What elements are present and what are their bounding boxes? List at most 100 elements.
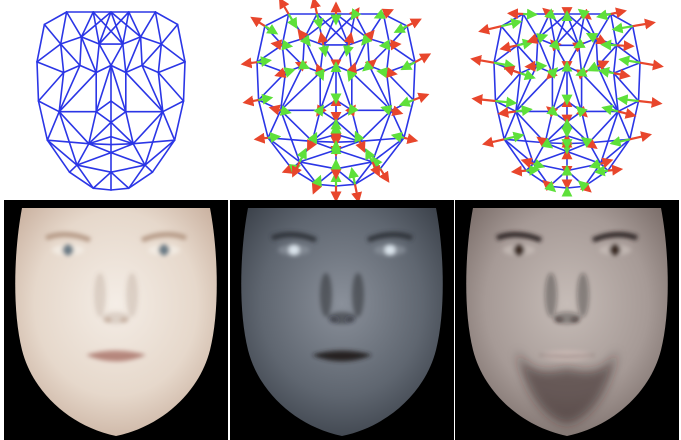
nose-shadow-right: [126, 273, 138, 317]
shape-mode-2-mesh-panel: [454, 0, 681, 200]
arrow-positive: [484, 139, 504, 144]
mesh-edge: [317, 169, 336, 184]
arrow-positive: [245, 100, 259, 102]
texture-mode-2-face: [455, 200, 679, 440]
mesh-edge: [61, 44, 80, 65]
arrow-positive: [474, 99, 496, 101]
arrow-positive: [509, 13, 523, 14]
mesh-edge: [304, 14, 317, 38]
mesh-edge: [89, 144, 111, 145]
mesh-edge: [155, 12, 177, 24]
mesh-edge: [282, 38, 304, 45]
mesh-edge: [161, 24, 177, 44]
arrow-positive: [407, 20, 420, 26]
arrow-positive: [500, 111, 516, 113]
arrow-positive: [299, 30, 305, 38]
mesh-edge: [111, 112, 126, 123]
mesh-edge: [257, 62, 259, 100]
mesh-edge: [126, 73, 163, 112]
mesh-edge: [501, 26, 517, 45]
eye-iris-left: [289, 245, 300, 256]
arrow-negative: [526, 170, 538, 171]
mesh-edge: [111, 144, 133, 145]
mesh-edge: [567, 143, 589, 144]
arrow-positive: [630, 135, 650, 140]
arrow-positive: [314, 0, 317, 14]
arrow-positive: [349, 34, 351, 45]
mesh-edge: [387, 72, 414, 100]
mesh-edge: [404, 100, 413, 138]
mesh-edge: [259, 100, 268, 138]
nostril-left: [555, 318, 563, 323]
mean-texture-face: [4, 200, 228, 440]
mesh-edge: [61, 44, 64, 72]
nose-shadow-left: [94, 273, 106, 317]
mesh-edge: [129, 12, 141, 37]
mesh-edge: [155, 12, 161, 44]
mesh-edge: [630, 101, 639, 139]
mesh-edge: [303, 38, 305, 66]
mesh-edge: [145, 165, 152, 172]
arrow-positive: [280, 0, 289, 14]
eye-iris-right: [159, 245, 170, 256]
mesh-edge: [37, 62, 38, 101]
mesh-edge: [536, 38, 537, 66]
mesh-edge: [38, 101, 59, 112]
mesh-edge: [158, 62, 185, 73]
arrow-negative: [303, 66, 308, 68]
mesh-edge: [383, 14, 407, 26]
mesh-edge: [38, 101, 47, 140]
mesh-edge: [158, 44, 161, 72]
mesh-edge: [89, 112, 96, 144]
arrow-negative: [504, 135, 522, 139]
mesh-edge: [70, 165, 77, 172]
mean-texture-face-panel: [4, 200, 228, 440]
arrow-positive: [472, 59, 494, 63]
mesh-edge: [579, 45, 582, 73]
mesh-edge: [281, 110, 313, 141]
arrow-negative: [523, 14, 536, 15]
arrow-positive: [639, 101, 661, 103]
mesh-edge: [336, 184, 355, 186]
eye-iris-left: [514, 245, 525, 256]
mesh-edge: [259, 72, 286, 100]
arrow-positive: [284, 169, 292, 172]
mesh-edge: [516, 73, 553, 111]
arrow-positive: [380, 169, 388, 181]
mesh-edge: [282, 14, 288, 45]
mesh-edge: [545, 143, 567, 144]
mean-shape-mesh-panel: [0, 0, 227, 200]
arrow-negative: [552, 111, 556, 114]
mesh-edge: [360, 110, 392, 141]
mesh-edge: [317, 184, 336, 186]
arrow-negative: [579, 182, 584, 186]
mesh-edge: [93, 172, 111, 188]
texture-mode-2-face-panel: [455, 200, 679, 440]
arrow-negative: [268, 137, 279, 138]
mesh-edge: [111, 172, 129, 188]
mesh-edge: [158, 73, 183, 101]
arrow-positive: [513, 171, 526, 172]
mesh-edge: [93, 188, 111, 190]
mesh-edge: [141, 12, 156, 37]
mesh-edge: [80, 37, 81, 65]
mesh-edge: [549, 171, 567, 187]
mesh-edge: [523, 14, 538, 38]
mesh-edge: [413, 62, 415, 100]
arrow-negative: [289, 14, 297, 27]
mesh-edge: [111, 44, 123, 65]
arrow-positive: [608, 169, 621, 170]
arrow-positive: [390, 44, 400, 45]
arrow-positive: [355, 184, 358, 200]
mesh-edge: [37, 62, 64, 73]
mesh-edge: [129, 172, 153, 188]
eye-iris-right: [610, 245, 621, 256]
nostril-left: [330, 318, 338, 323]
eye-iris-left: [63, 245, 74, 256]
mesh-edge: [495, 101, 504, 139]
mesh-edge: [61, 12, 67, 44]
mesh-edge: [352, 72, 392, 110]
arrow-negative: [517, 42, 531, 45]
mesh-edge: [601, 164, 608, 171]
mesh-edge: [349, 45, 352, 73]
